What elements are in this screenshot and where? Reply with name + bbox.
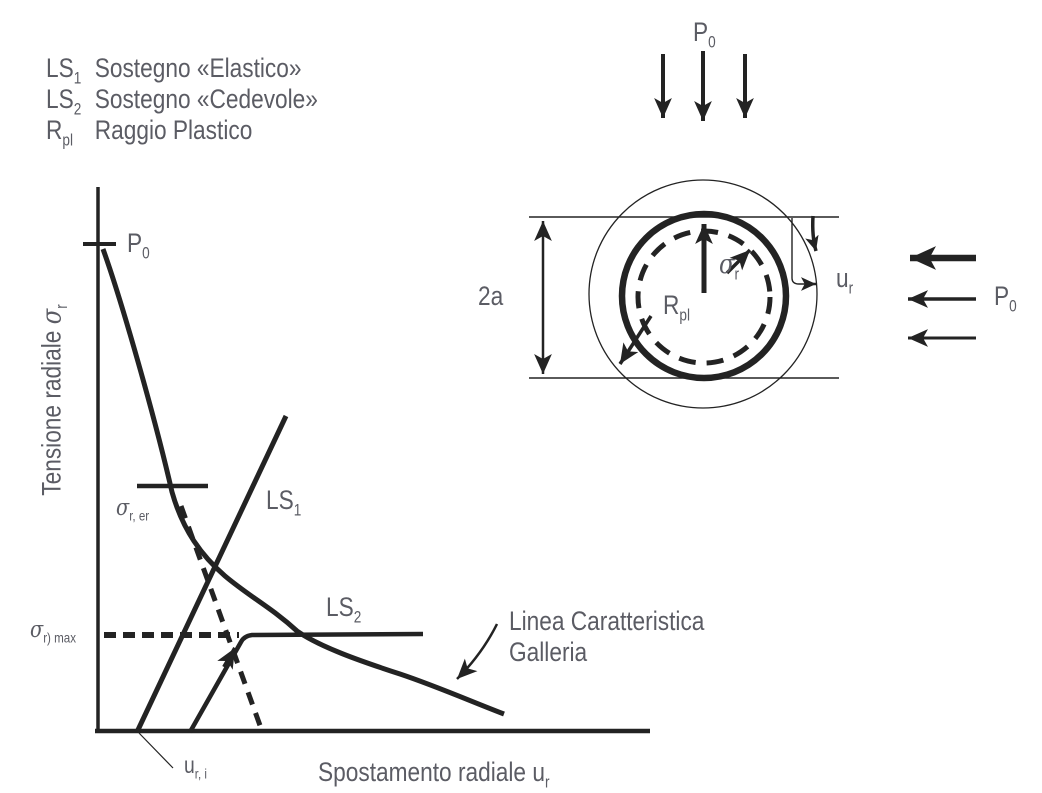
p0-top-label: P0 (693, 17, 716, 52)
legend-item-ls2: LS2 Sostegno «Cedevole» (46, 84, 318, 119)
sigma-max-label: σr) max (30, 617, 77, 646)
uri-label: ur, i (184, 752, 207, 782)
legend-symbol-ls1: LS1 (46, 53, 82, 88)
ur-label: ur (836, 263, 854, 298)
ls2-direction-arrow (217, 646, 237, 670)
ls1-label: LS1 (266, 485, 302, 520)
p0-top-arrows (654, 51, 754, 121)
legend-symbol-ls2: LS2 (46, 84, 82, 119)
p0-axis-label: P0 (127, 228, 150, 263)
ls1-support-line (134, 414, 289, 734)
ur-step-line (791, 218, 806, 285)
rpl-label: Rpl (663, 290, 690, 325)
rpl-pointer-arrow (618, 315, 653, 365)
ls2-label: LS2 (326, 592, 362, 627)
p0-right-label: P0 (994, 281, 1017, 316)
legend-symbol-rpl: Rpl (46, 115, 73, 150)
legend-item-rpl: Rpl Raggio Plastico (46, 115, 252, 150)
legend-label-ls2: Sostegno «Cedevole» (94, 84, 318, 114)
ls2-support-line (188, 631, 424, 734)
sigma-er-label: σr, er (116, 495, 150, 524)
x-axis-label: Spostamento radiale ur (318, 757, 550, 792)
ur-down-arrow (805, 215, 819, 252)
char-line-label: Linea Caratteristica Galleria (509, 606, 705, 668)
uri-leader-line (138, 732, 174, 769)
legend-label-rpl: Raggio Plastico (94, 115, 253, 145)
diameter-2a-label: 2a (478, 281, 504, 311)
char-line-annotation-arrow (456, 623, 499, 680)
ground-characteristic-curve (100, 248, 505, 717)
y-axis-label: Tensione radiale σr (36, 304, 71, 496)
p0-right-arrows (908, 246, 976, 347)
elastic-extension-dashed (178, 505, 265, 732)
plastic-zone-circle (588, 179, 818, 409)
sigma-r-diagonal-arrow (725, 248, 752, 275)
sigma-r-label: σr (719, 249, 740, 284)
legend-item-ls1: LS1 Sostegno «Elastico» (46, 53, 302, 88)
legend-label-ls1: Sostegno «Elastico» (94, 53, 302, 83)
